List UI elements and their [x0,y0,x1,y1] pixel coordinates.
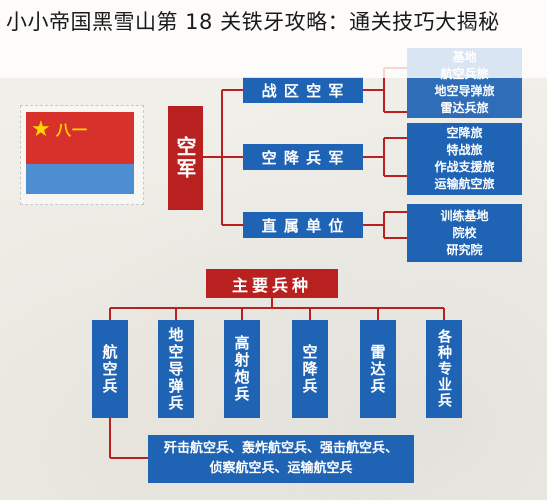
flag-emblem: 八一 [56,121,89,139]
arm-node: 各种专业兵 [426,320,462,418]
arm-node: 空降兵 [292,320,328,418]
arm-node: 雷达兵 [360,320,396,418]
title-bar [0,0,547,78]
root-node: 空军 [168,106,203,210]
arm-node: 地空导弹兵 [158,320,194,418]
arm-label: 航空兵 [100,343,119,395]
unit-item: 训练基地 [440,208,489,223]
arms-header: 主要兵种 [206,269,338,298]
arm-label: 空降兵 [300,343,319,395]
star-icon: ★ [31,117,51,142]
aviation-types-box: 歼击航空兵、轰炸航空兵、强击航空兵、 侦察航空兵、运输航空兵 [148,435,414,483]
unit-item: 特战旅 [446,143,483,157]
arm-label: 地空导弹兵 [166,326,185,412]
unit-item: 院校 [452,225,477,240]
root-label: 空军 [173,136,197,180]
branch-node-theater: 战 区 空 军 [243,77,363,103]
unit-item: 作战支援旅 [434,160,495,174]
branch-label: 战 区 空 军 [261,81,345,100]
branch-label: 直 属 单 位 [261,216,345,235]
flag-red-field [26,112,134,164]
unit-item: 雷达兵旅 [440,101,489,115]
arm-label: 各种专业兵 [436,329,452,409]
unit-item: 地空导弹旅 [434,84,495,98]
units-box-direct: 训练基地 院校 研究院 [407,204,522,262]
branch-node-direct: 直 属 单 位 [243,212,363,238]
unit-item: 研究院 [446,242,483,257]
aviation-types-line: 歼击航空兵、轰炸航空兵、强击航空兵、 [163,441,398,456]
arm-label: 雷达兵 [368,343,387,395]
arm-label: 高射炮兵 [232,335,251,403]
branch-node-airborne: 空 降 兵 军 [243,144,363,170]
arm-node: 高射炮兵 [224,320,260,418]
units-box-airborne: 空降旅 特战旅 作战支援旅 运输航空旅 [407,123,522,195]
unit-item: 空降旅 [446,126,483,140]
flag-blue-field [26,164,134,194]
arm-node: 航空兵 [92,320,128,418]
aviation-types-line: 侦察航空兵、运输航空兵 [209,461,353,476]
page-title: 小小帝国黑雪山第 18 关铁牙攻略：通关技巧大揭秘 [6,10,500,34]
unit-item: 运输航空旅 [434,177,495,191]
branch-label: 空 降 兵 军 [261,148,345,167]
arms-header-label: 主要兵种 [231,275,312,295]
